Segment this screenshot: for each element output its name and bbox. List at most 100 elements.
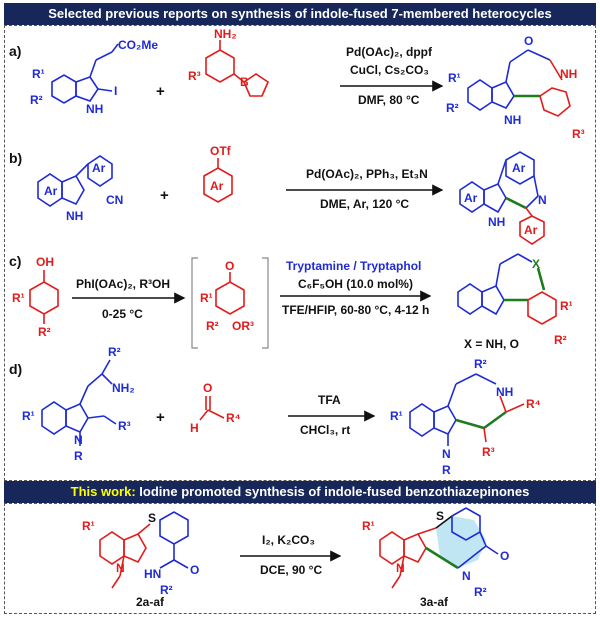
- panel-a-nh: NH: [86, 102, 103, 116]
- panel-c-cond2: 0-25 °C: [102, 307, 143, 321]
- panel-b-cond1: Pd(OAc)₂, PPh₃, Et₃N: [306, 167, 428, 181]
- this-work-reactant: [99, 511, 189, 589]
- panel-a-product-nh-indole: NH: [504, 113, 521, 127]
- panel-b-reactant-aryl-triflate: [203, 158, 233, 203]
- panel-b-product-ar-top: Ar: [512, 161, 526, 175]
- this-work-product-r2: R²: [474, 585, 487, 599]
- panel-b-product: [459, 151, 545, 245]
- panel-b-cond2: DME, Ar, 120 °C: [320, 197, 409, 211]
- panel-b-cn: CN: [106, 193, 123, 207]
- panel-a-r3-reactant: R³: [188, 69, 201, 83]
- panel-d-r3: R³: [118, 419, 131, 433]
- panel-c-reagent: Tryptamine / Tryptaphol: [286, 259, 421, 273]
- this-work-cond1: I₂, K₂CO₃: [262, 533, 315, 547]
- panel-d-product-n: N: [442, 447, 451, 461]
- panel-a-iodine: I: [114, 84, 117, 98]
- panel-a-label: a): [9, 43, 22, 59]
- panel-c-intermediate-dienone: [215, 272, 245, 315]
- panel-c-int-or3: OR³: [232, 319, 254, 333]
- this-work-reactant-r1: R¹: [82, 519, 95, 533]
- panel-c-reactant-phenol: [29, 270, 59, 324]
- this-work-reactant-s: S: [148, 511, 156, 525]
- previous-reports-frame: [4, 25, 596, 481]
- panel-b-product-n: N: [538, 193, 547, 207]
- panel-b-product-ar-red: Ar: [524, 223, 538, 237]
- panel-a-product-r3: R³: [572, 127, 585, 141]
- this-work-reactant-r2: R²: [160, 583, 173, 597]
- panel-c-cond3: C₆F₅OH (10.0 mol%): [298, 277, 413, 291]
- panel-d-reactant-tryptamine: [41, 359, 117, 446]
- panel-d-plus: +: [156, 409, 165, 426]
- panel-d-r1: R¹: [22, 409, 35, 423]
- panel-a-cond3: DMF, 80 °C: [358, 93, 420, 107]
- panel-c-r2: R²: [38, 325, 51, 339]
- panel-a-reactant-indole: [51, 43, 119, 104]
- panel-c-r1: R¹: [12, 291, 25, 305]
- panel-d-product-r4: R⁴: [526, 397, 541, 411]
- panel-d-label: d): [9, 361, 23, 377]
- panel-d-cond2: CHCl₃, rt: [300, 423, 350, 437]
- panel-b-product-nh: NH: [488, 215, 505, 229]
- panel-d-r4: R⁴: [226, 411, 241, 425]
- panel-b-plus: +: [160, 187, 169, 204]
- panel-d-h: H: [190, 421, 199, 435]
- panel-c-int-o: O: [225, 259, 234, 273]
- this-work-product-n-indole: N: [396, 561, 405, 575]
- panel-c-oh: OH: [36, 255, 54, 269]
- header-banner: Selected previous reports on synthesis o…: [4, 3, 596, 25]
- this-work-highlight: This work:: [70, 484, 136, 499]
- panel-b-nh: NH: [66, 209, 83, 223]
- this-work-product-n-amide: N: [462, 569, 471, 583]
- panel-a-plus: +: [156, 83, 165, 100]
- panel-a-boron: B: [240, 75, 249, 89]
- panel-c-intermediate-bracket: [191, 257, 269, 349]
- panel-d-nh2: NH₂: [112, 381, 135, 395]
- panel-c-int-r2: R²: [206, 319, 219, 333]
- panel-a-product-r1: R¹: [448, 71, 461, 85]
- panel-b-reactant-indole: [37, 155, 113, 207]
- this-work-product-r1: R¹: [362, 519, 375, 533]
- panel-a-product: [467, 49, 571, 117]
- panel-a-cond2: CuCl, Cs₂CO₃: [350, 63, 429, 77]
- panel-c-cond1: PhI(OAc)₂, R³OH: [76, 277, 170, 291]
- panel-a-ester: CO₂Me: [118, 38, 158, 52]
- panel-d-product-nh: NH: [496, 385, 513, 399]
- header-title: Selected previous reports on synthesis o…: [48, 6, 552, 21]
- panel-b-product-ar-indole: Ar: [464, 191, 478, 205]
- panel-a-r2: R²: [30, 93, 43, 107]
- panel-b-otf: OTf: [210, 144, 232, 158]
- panel-c-label: c): [9, 253, 22, 269]
- panel-c-product-r2: R²: [554, 333, 567, 347]
- panel-d-product: [409, 373, 525, 446]
- panel-d-n: N: [74, 433, 83, 447]
- panel-b-ar-indole: Ar: [44, 184, 58, 198]
- this-work-reactant-n: N: [116, 561, 125, 575]
- panel-d-r: R: [74, 449, 83, 463]
- panel-c-x-note: X = NH, O: [464, 337, 519, 351]
- panel-c-product: [457, 253, 557, 325]
- panel-a-product-r2: R²: [446, 101, 459, 115]
- this-work-product: [379, 507, 499, 589]
- panel-b-ar-nitrile: Ar: [92, 161, 106, 175]
- panel-c-cond4: TFE/HFIP, 60-80 °C, 4-12 h: [282, 303, 429, 317]
- this-work-cond2: DCE, 90 °C: [260, 563, 322, 577]
- panel-c-product-r1: R¹: [560, 299, 573, 313]
- panel-a-nh2: NH₂: [214, 27, 237, 41]
- panel-d-product-r: R: [442, 463, 451, 477]
- panel-b-ar-triflate: Ar: [210, 179, 224, 193]
- panel-d-r2: R²: [108, 345, 121, 359]
- panel-b-label: b): [9, 150, 23, 166]
- this-work-product-s: S: [436, 509, 444, 523]
- this-work-product-o: O: [500, 549, 509, 563]
- panel-a-r1: R¹: [32, 67, 45, 81]
- panel-d-cond1: TFA: [318, 393, 341, 407]
- this-work-sm-label: 2a-af: [136, 595, 165, 609]
- panel-a-reactant-boronate: [205, 40, 269, 97]
- panel-a-cond1: Pd(OAc)₂, dppf: [346, 45, 433, 59]
- this-work-title: Iodine promoted synthesis of indole-fuse…: [135, 484, 530, 499]
- panel-d-product-r2: R²: [474, 357, 487, 371]
- panel-d-product-r1: R¹: [390, 409, 403, 423]
- panel-c-product-x: X: [532, 257, 540, 271]
- this-work-frame: [4, 503, 596, 614]
